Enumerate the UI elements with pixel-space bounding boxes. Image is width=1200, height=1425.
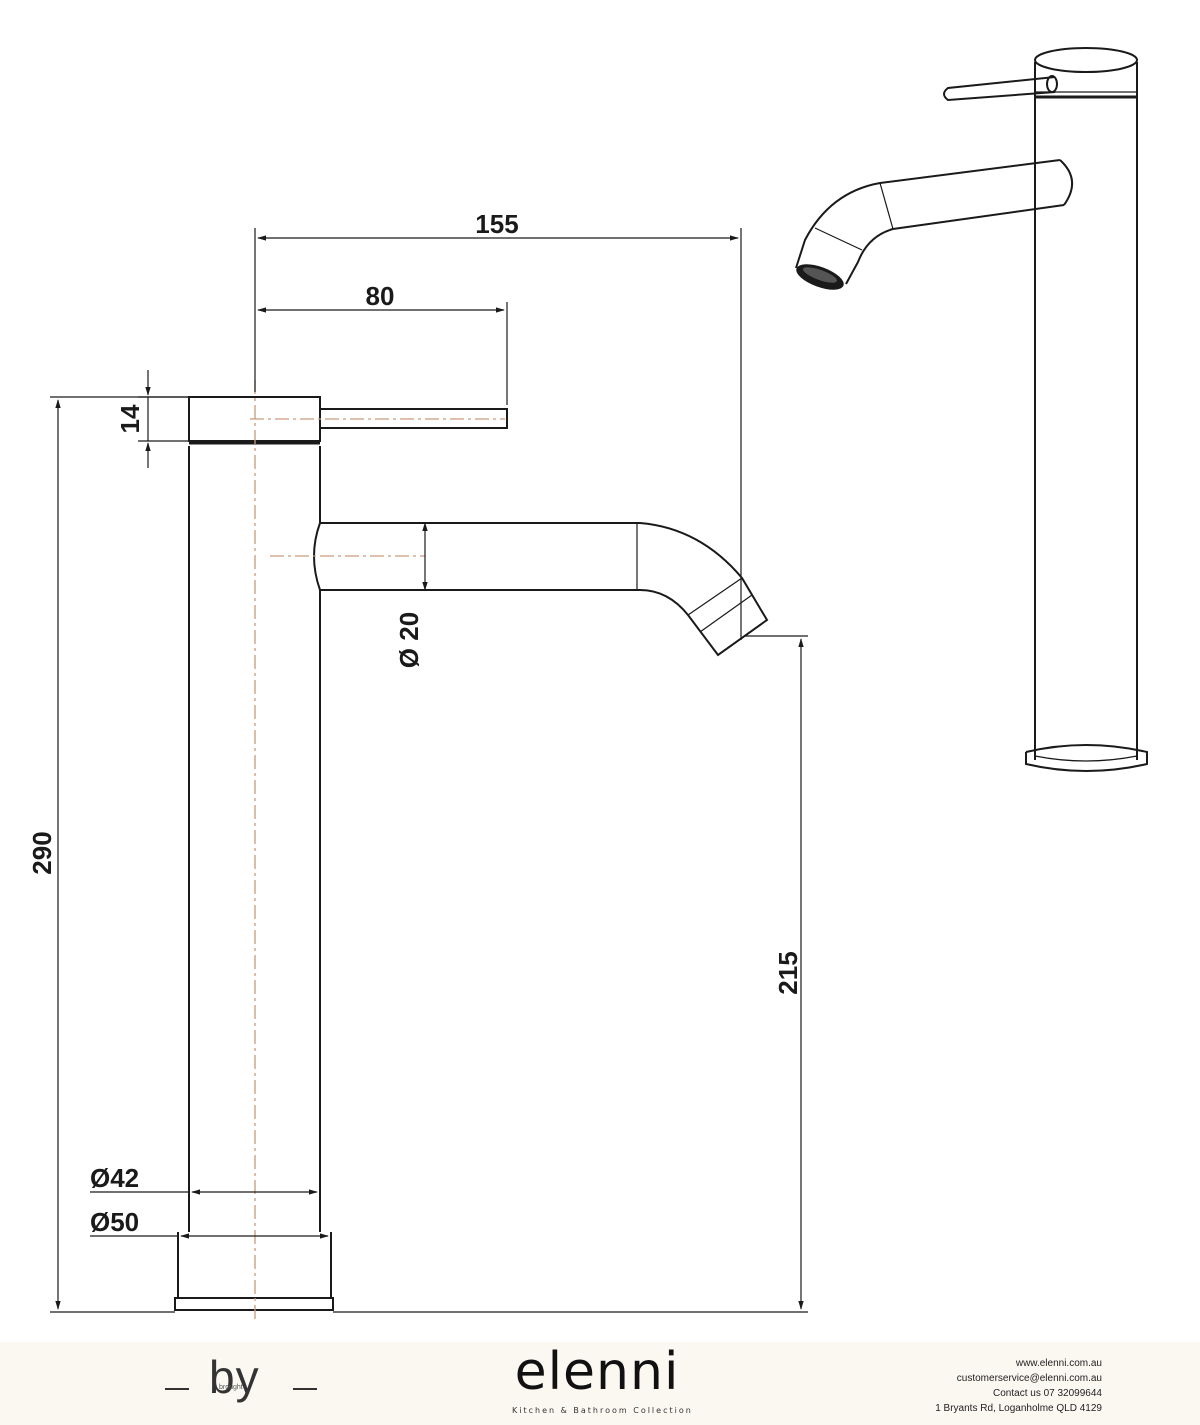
by-dash-right [293,1388,317,1390]
dim-total-height: 290 [27,831,57,874]
perspective-top [1034,47,1138,73]
brand-tagline: Kitchen & Bathroom Collection [512,1406,693,1415]
website-link[interactable]: www.elenni.com.au [1015,1358,1102,1369]
dim-base-diameter: Ø50 [90,1207,139,1237]
base-flange [177,1232,332,1298]
perspective-base [1025,744,1148,772]
address-text: 1 Bryants Rd, Loganholme QLD 4129 [935,1403,1102,1414]
email-link[interactable]: customerservice@elenni.com.au [956,1373,1102,1384]
dim-body-diameter: Ø42 [90,1163,139,1193]
perspective-lever [943,76,1056,102]
contact-block: www.elenni.com.au customerservice@elenni… [935,1356,1102,1416]
by-dash-left [165,1388,189,1390]
dim-spout-diameter: Ø 20 [394,612,424,668]
brand-logo: elenni Kitchen & Bathroom Collection [512,1342,693,1424]
spout [320,522,769,657]
by-text: by [209,1351,260,1403]
lever [320,408,508,429]
tap-perspective-view [795,47,1148,772]
technical-drawing: 155 80 14 Ø 20 290 215 Ø42 Ø50 [27,47,1148,1320]
perspective-spout [795,159,1065,285]
perspective-body [1034,62,1138,760]
phone-text: Contact us 07 32099644 [993,1388,1102,1399]
dimension-lines [50,228,808,1313]
base-plate [174,1297,334,1311]
dim-handle-height: 14 [115,404,145,433]
brand-name: elenni [514,1342,680,1402]
footer: by brought elenni Kitchen & Bathroom Col… [0,1342,1200,1425]
tap-side-elevation [174,380,769,1320]
brought-text: brought [219,1384,243,1391]
by-mark: by brought [165,1350,325,1420]
dim-total-reach: 155 [475,209,518,239]
tap-body [188,446,321,1232]
dim-handle-reach: 80 [366,281,395,311]
dim-spout-height: 215 [773,951,803,994]
